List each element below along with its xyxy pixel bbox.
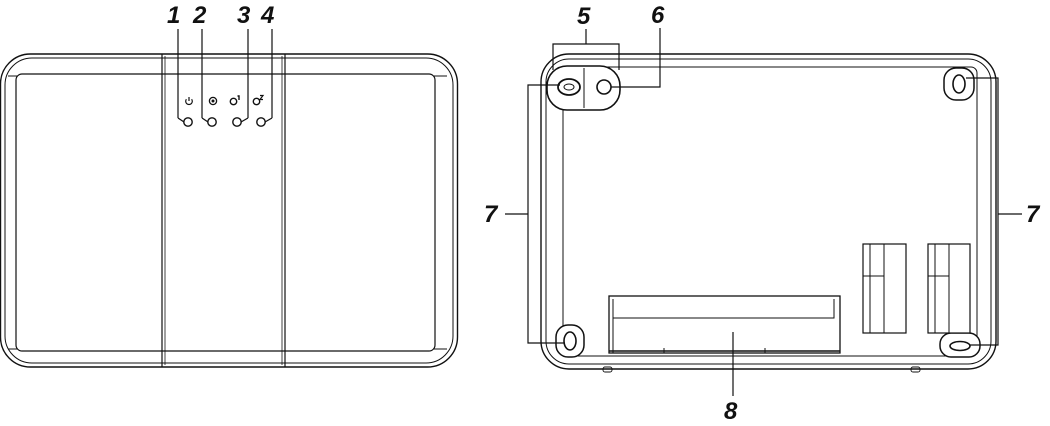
link1-led <box>232 117 242 127</box>
status-led <box>207 117 217 127</box>
callout-2: 2 <box>192 2 207 29</box>
power-icon <box>185 97 193 106</box>
rear-base-plate <box>562 66 978 357</box>
label-area <box>608 295 841 354</box>
callout-1: 1 <box>167 2 180 29</box>
reset-button <box>596 79 612 95</box>
front-inner-frame <box>4 57 454 364</box>
status-icon <box>208 96 218 106</box>
rear-inner-frame <box>545 58 992 365</box>
connector-block-right <box>927 243 971 334</box>
front-face-panel <box>15 73 436 352</box>
wall-mount-hole-bottom-right <box>949 340 971 352</box>
link1-icon <box>229 95 240 106</box>
callout-4: 4 <box>260 2 274 29</box>
wall-mount-hole-top-left <box>557 78 581 96</box>
wall-mount-hole-top-right <box>952 74 966 94</box>
callout-5: 5 <box>577 3 591 30</box>
callout-8: 8 <box>724 398 738 425</box>
callout-3: 3 <box>237 2 251 29</box>
callout-7-left: 7 <box>484 201 499 228</box>
connector-block-left <box>862 243 907 334</box>
callout-6: 6 <box>651 2 665 29</box>
rear-view: 5 6 7 7 8 <box>484 2 1041 425</box>
front-view: 1 2 3 4 <box>0 2 459 368</box>
callout-7-right: 7 <box>1026 201 1041 228</box>
wall-mount-hole-bottom-left <box>563 331 577 351</box>
link2-icon <box>252 94 265 106</box>
foot-left <box>602 366 613 373</box>
power-led <box>183 117 193 127</box>
foot-right <box>910 366 921 373</box>
link2-led <box>256 117 266 127</box>
